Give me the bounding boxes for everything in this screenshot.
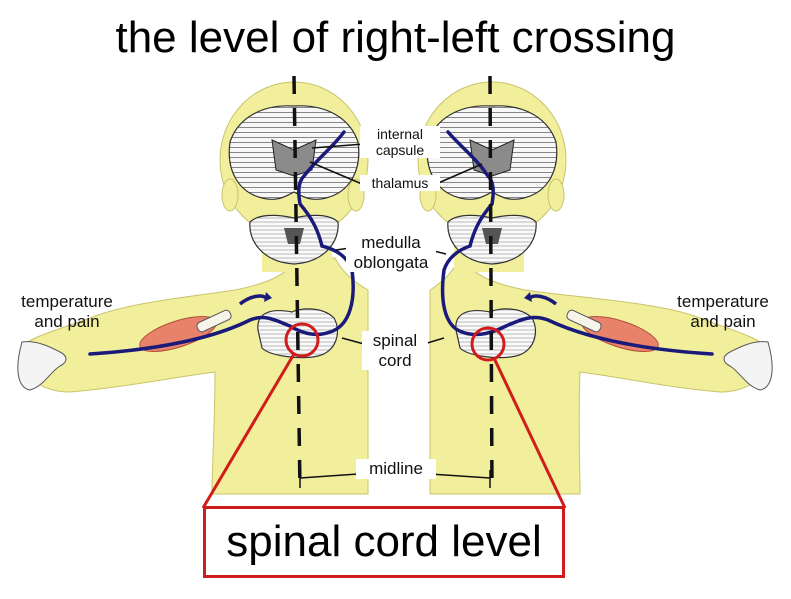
right-figure [417, 75, 773, 495]
right-crossing-highlight [470, 326, 506, 362]
label-internal-capsule: internal capsule [360, 126, 440, 159]
callout-lines [201, 353, 567, 509]
left-figure [17, 75, 369, 495]
spinal-cord-level-label: spinal cord level [226, 517, 542, 566]
label-thalamus: thalamus [360, 175, 440, 192]
label-temperature-pain-right: temperature and pain [677, 292, 769, 331]
right-nerve-tract [440, 130, 714, 356]
right-hand [723, 341, 773, 391]
label-midline: midline [356, 459, 436, 479]
spinal-cord-level-box: spinal cord level [203, 506, 565, 578]
label-medulla-oblongata: medulla oblongata [346, 233, 436, 273]
label-temperature-pain-left: temperature and pain [21, 292, 113, 331]
label-spinal-cord: spinal cord [362, 331, 428, 371]
left-nerve-tract [88, 130, 355, 356]
left-midline [292, 75, 302, 491]
left-crossing-highlight [284, 322, 320, 358]
left-hand [17, 341, 67, 391]
right-midline [488, 75, 494, 491]
page-title: the level of right-left crossing [115, 13, 676, 62]
